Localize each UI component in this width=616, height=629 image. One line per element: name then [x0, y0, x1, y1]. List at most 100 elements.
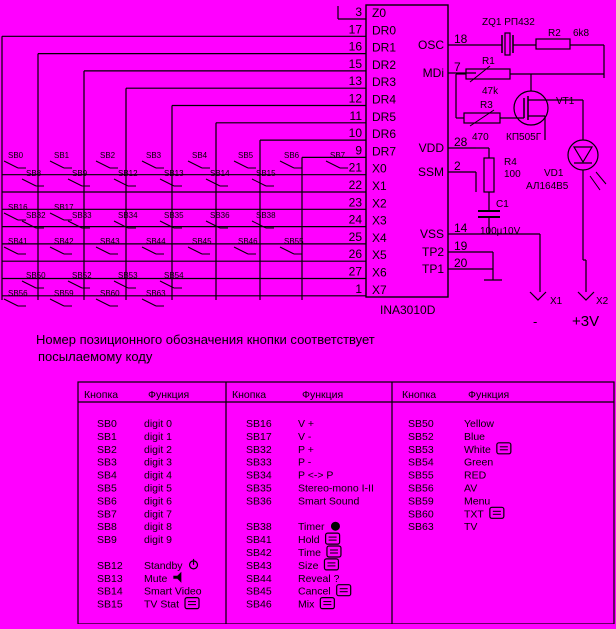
switch-contact: [49, 212, 65, 221]
switch-contact: [21, 280, 37, 289]
col2-button-cell: SB41: [246, 534, 272, 546]
x1-label: X1: [550, 296, 563, 307]
pin-number: 20: [454, 256, 468, 270]
col3-function-cell: Green: [464, 457, 493, 469]
switch-label: SB1: [54, 151, 70, 160]
col1-function-cell: digit 6: [144, 495, 172, 507]
note-line-1: Номер позиционного обозначения кнопки со…: [36, 332, 375, 347]
hold-icon: [325, 532, 341, 545]
pin-signal: DR3: [372, 75, 396, 89]
col1-function-cell: digit 3: [144, 457, 172, 469]
pin-number: 9: [355, 143, 362, 157]
col1-function-cell: digit 4: [144, 470, 172, 482]
switch-label: SB54: [164, 271, 184, 280]
crystal-zq1: ZQ1 РП432: [482, 17, 535, 56]
pin-signal: DR7: [372, 144, 396, 158]
col1-function-cell: digit 1: [144, 431, 172, 443]
col1-function-cell: Mute: [144, 573, 168, 585]
pin-signal: Z0: [372, 6, 386, 20]
pin-signal: X0: [372, 162, 387, 176]
pin-signal: X1: [372, 179, 387, 193]
power-icon: [188, 558, 199, 570]
col3-button-cell: SB59: [408, 495, 434, 507]
pin-signal: MDi: [423, 66, 444, 80]
switch-contact: [21, 178, 37, 187]
col1-function-cell: digit 9: [144, 534, 172, 546]
switch-contact: [141, 298, 157, 307]
col2-button-cell: SB34: [246, 470, 272, 482]
r1-label: R1: [482, 56, 495, 67]
switch-contact: [21, 220, 37, 229]
col3-function-cell: TXT: [464, 508, 484, 520]
switch-label: SB6: [284, 151, 300, 160]
vd1-label: VD1: [544, 168, 564, 179]
col2-function-cell: Hold: [298, 534, 320, 546]
col1-button-cell: SB3: [97, 457, 117, 469]
pin-number: 3: [355, 5, 362, 19]
table-header-function-3: Функция: [468, 389, 509, 401]
pin-signal: DR1: [372, 41, 396, 55]
timer-icon: [330, 521, 340, 531]
col2-button-cell: SB44: [246, 573, 272, 585]
time-icon: [326, 545, 342, 558]
vt1-type: КП505Г: [506, 132, 542, 143]
switch-contact: [205, 220, 221, 229]
switch-contact: [141, 160, 157, 169]
col1-function-cell: Standby: [144, 560, 183, 572]
col3-function-cell: Menu: [464, 495, 490, 507]
ic-name: INA3010D: [380, 303, 436, 317]
col1-button-cell: SB0: [97, 418, 117, 430]
col1-button-cell: SB13: [97, 573, 123, 585]
minus-label: -: [533, 314, 537, 329]
switch-contact: [205, 178, 221, 187]
pin-number: 1: [355, 282, 362, 296]
pin-number: 26: [349, 247, 363, 261]
pin-signal: TP1: [422, 262, 444, 276]
switch-contact: [95, 298, 111, 307]
col2-function-cell: Mix: [298, 599, 315, 611]
col1-button-cell: SB1: [97, 431, 117, 443]
col1-button-cell: SB15: [97, 599, 123, 611]
col2-button-cell: SB43: [246, 560, 272, 572]
connector-x2: X2 +3V: [572, 291, 609, 330]
col2-button-cell: SB46: [246, 599, 272, 611]
switch-contact: [233, 160, 249, 169]
cancel-icon: [336, 584, 352, 597]
switch-label: SB36: [210, 211, 230, 220]
vt1-label: VT1: [556, 96, 575, 107]
wires: [1, 6, 605, 300]
table-header-button-3: Кнопка: [402, 389, 436, 401]
pin-number: 27: [349, 265, 363, 279]
r3-label: R3: [480, 100, 493, 111]
switch-label: SB42: [54, 237, 74, 246]
col2-function-cell: Reveal ?: [298, 573, 340, 585]
col3-button-cell: SB50: [408, 418, 434, 430]
plus-3v-label: +3V: [572, 313, 599, 330]
col2-function-cell: Time: [298, 547, 321, 559]
col2-button-cell: SB42: [246, 547, 272, 559]
pin-number: 25: [349, 230, 363, 244]
pin-number: 7: [454, 60, 461, 74]
pin-signal: X4: [372, 231, 387, 245]
switch-contact: [279, 160, 295, 169]
switch-label: SB2: [100, 151, 116, 160]
pin-signal: X7: [372, 283, 387, 297]
pin-number: 18: [454, 32, 468, 46]
pin-signal: DR6: [372, 127, 396, 141]
col2-button-cell: SB35: [246, 483, 272, 495]
col2-button-cell: SB16: [246, 418, 272, 430]
resistor-r1: R1 47k: [465, 56, 511, 97]
switch-label: SB33: [72, 211, 92, 220]
col3-function-cell: RED: [464, 470, 487, 482]
r1-value: 47k: [482, 86, 499, 97]
pin-number: 23: [349, 195, 363, 209]
switch-label: SB13: [164, 169, 184, 178]
col1-function-cell: TV Stat: [144, 599, 179, 611]
switch-label: SB53: [118, 271, 138, 280]
switch-label: SB60: [100, 289, 120, 298]
connector-x1: X1 -: [529, 291, 563, 329]
switch-label: SB16: [8, 203, 28, 212]
pin-signal: DR2: [372, 58, 396, 72]
